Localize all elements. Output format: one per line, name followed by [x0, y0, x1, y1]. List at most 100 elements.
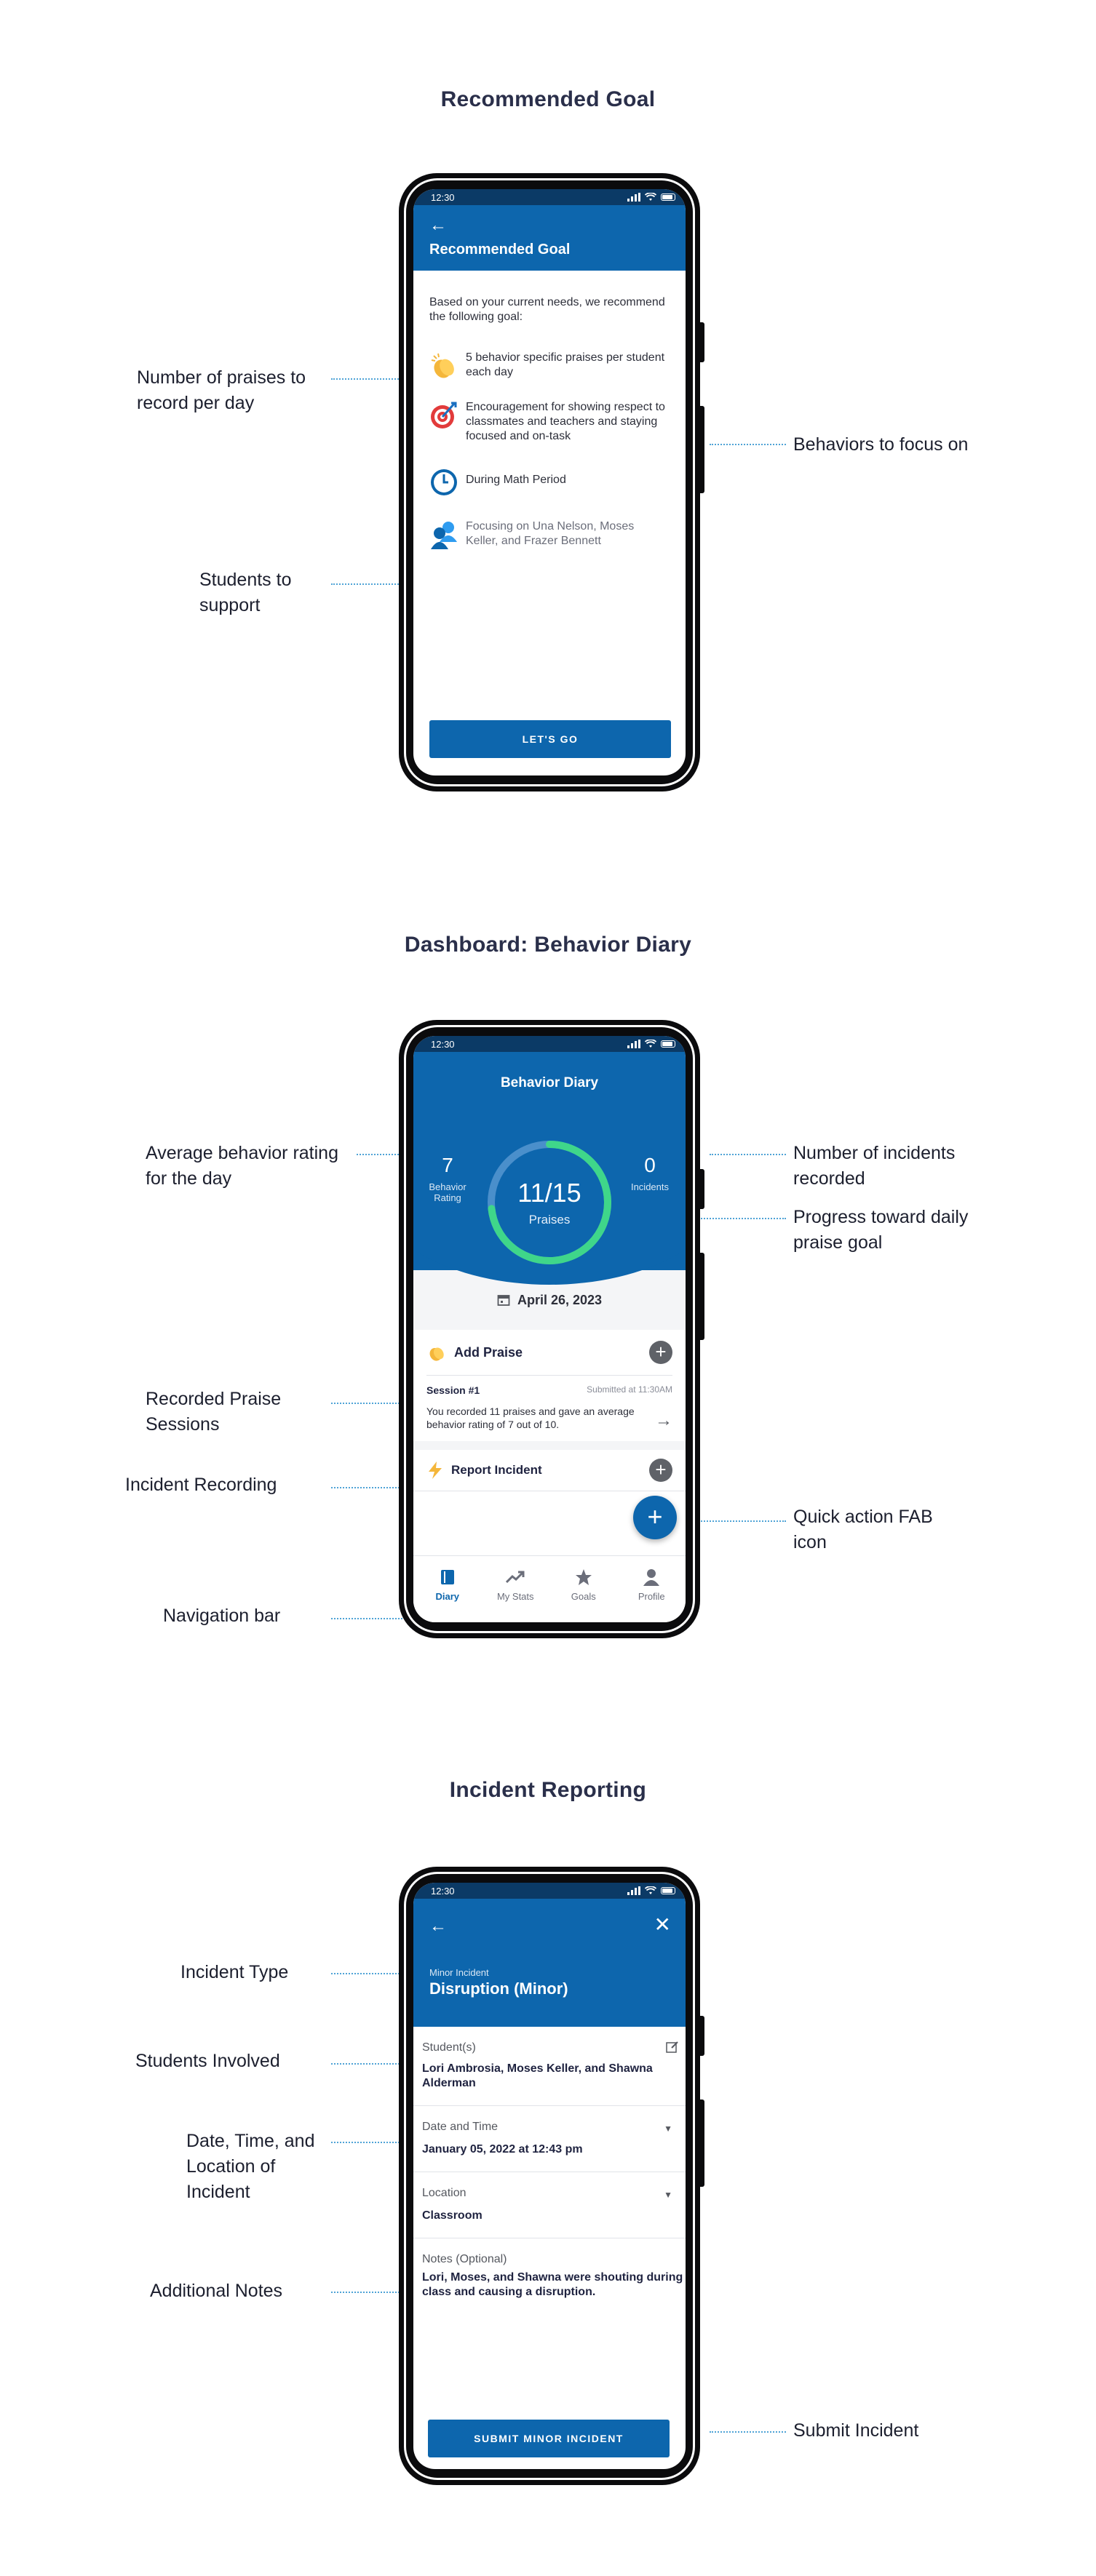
incident-title: Disruption (Minor) [429, 1979, 568, 1998]
calendar-icon [497, 1295, 510, 1306]
lets-go-button[interactable]: LET'S GO [429, 720, 671, 758]
annotation-leader [710, 444, 786, 445]
status-bar: 12:30 [413, 1036, 686, 1052]
diary-icon [440, 1570, 454, 1584]
wifi-icon [645, 193, 656, 201]
battery-icon [661, 1887, 675, 1894]
annotation-date-time-location: Date, Time, and Location of Incident [186, 2131, 315, 2202]
close-icon[interactable]: ✕ [654, 1913, 671, 1936]
incident-header: ← ✕ Minor Incident Disruption (Minor) [413, 1899, 686, 2027]
phone-frame: 12:30 ← ✕ Minor Incident Disruption (Min… [399, 1867, 704, 2485]
behavior-rating-stat: 7 Behavior Rating [422, 1154, 473, 1203]
incidents-value: 0 [644, 1154, 656, 1176]
session-name: Session #1 [426, 1384, 480, 1396]
annotation-students-involved: Students Involved [135, 2051, 280, 2071]
praise-session-row[interactable]: Session #1 Submitted at 11:30AM You reco… [426, 1375, 672, 1441]
nav-item-profile[interactable]: Profile [622, 1568, 680, 1622]
phone-frame: 12:30 Behavior Diary 7 Behavior Rating 1 [399, 1020, 704, 1638]
annotation-leader [331, 583, 404, 585]
quick-action-fab[interactable]: + [633, 1496, 677, 1539]
annotation-students: Students to support [199, 570, 292, 615]
page-title: Recommended Goal [429, 242, 571, 258]
annotation-leader [684, 1520, 786, 1522]
signal-icon [627, 1040, 640, 1048]
nav-item-my-stats[interactable]: My Stats [486, 1568, 544, 1622]
goal-text: Encouragement for showing respect to cla… [466, 401, 665, 442]
signal-icon [627, 1886, 640, 1895]
nav-label: Profile [638, 1591, 665, 1602]
annotation-leader [331, 2292, 402, 2293]
students-value: Lori Ambrosia, Moses Keller, and Shawna … [422, 2062, 653, 2089]
arrow-right-icon[interactable]: → [655, 1411, 672, 1430]
annotation-leader [331, 2142, 402, 2143]
status-time: 12:30 [431, 1038, 455, 1050]
wifi-icon [645, 1886, 656, 1894]
navigation-bar: Diary My Stats Goals Profile [413, 1555, 686, 1622]
status-bar: 12:30 [413, 1883, 686, 1899]
hero-title: Behavior Diary [500, 1075, 599, 1090]
add-praise-button[interactable]: + [649, 1341, 672, 1364]
star-icon [575, 1569, 592, 1585]
annotation-leader [331, 1618, 402, 1619]
person-icon [643, 1569, 660, 1586]
nav-label: My Stats [496, 1591, 534, 1602]
incident-card: Report Incident + [413, 1450, 686, 1491]
annotation-submit: Submit Incident [793, 2420, 919, 2441]
behavior-rating-label: Behavior Rating [429, 1181, 466, 1203]
incident-kicker: Minor Incident [429, 1967, 489, 1978]
students-field[interactable]: Student(s) Lori Ambrosia, Moses Keller, … [413, 2027, 686, 2106]
edit-icon[interactable] [665, 2040, 680, 2054]
clapping-hands-icon [429, 1347, 444, 1361]
goal-item-behavior: Encouragement for showing respect to cla… [429, 399, 670, 444]
praises-label: Praises [528, 1213, 571, 1227]
location-label: Location [422, 2187, 466, 2199]
phone-frame: 12:30 ← Recommended Goal Based on your c… [399, 173, 704, 791]
annotation-fab: Quick action FAB icon [793, 1507, 933, 1552]
signal-icon [627, 193, 640, 202]
date-time-label: Date and Time [422, 2121, 499, 2133]
annotation-incident-type: Incident Type [180, 1962, 289, 1982]
nav-item-goals[interactable]: Goals [555, 1568, 613, 1622]
praise-progress-arc [488, 1141, 611, 1264]
back-arrow-icon[interactable]: ← [429, 215, 447, 235]
annotation-average-rating: Average behavior rating for the day [146, 1143, 338, 1189]
goal-item-period: During Math Period [429, 466, 670, 499]
praise-card: Add Praise + Session #1 Submitted at 11:… [413, 1330, 686, 1441]
incidents-stat: 0 Incidents [624, 1154, 675, 1192]
goal-intro-text: Based on your current needs, we recommen… [429, 296, 665, 323]
location-field[interactable]: Location Classroom ▼ [413, 2172, 686, 2238]
annotation-leader [710, 1154, 786, 1155]
session-submitted: Submitted at 11:30AM [587, 1384, 672, 1395]
app-header: ← Recommended Goal [413, 205, 686, 271]
submit-incident-button[interactable]: SUBMIT MINOR INCIDENT [428, 2420, 670, 2457]
screen-recommended-goal: 12:30 ← Recommended Goal Based on your c… [413, 189, 686, 775]
status-bar: 12:30 [413, 189, 686, 205]
goal-text: During Math Period [466, 474, 566, 486]
clock-icon [429, 466, 466, 499]
report-incident-button[interactable]: + [649, 1459, 672, 1482]
notes-label: Notes (Optional) [422, 2253, 507, 2265]
goal-item-students: Focusing on Una Nelson, Moses Keller, an… [429, 518, 670, 551]
goal-text: 5 behavior specific praises per student … [466, 351, 665, 378]
battery-icon [661, 194, 675, 201]
location-value: Classroom [422, 2209, 483, 2222]
annotation-leader [626, 1218, 786, 1219]
add-praise-label: Add Praise [454, 1344, 523, 1360]
annotation-incident-recording: Incident Recording [125, 1475, 277, 1495]
back-arrow-icon[interactable]: ← [429, 1916, 447, 1936]
target-icon [429, 399, 466, 432]
report-incident-label: Report Incident [451, 1463, 542, 1477]
chevron-down-icon: ▼ [664, 2190, 672, 2200]
annotation-praise-sessions: Recorded Praise Sessions [146, 1389, 282, 1435]
notes-field[interactable]: Notes (Optional) Lori, Moses, and Shawna… [413, 2238, 686, 2314]
goal-text: Focusing on Una Nelson, Moses Keller, an… [466, 520, 635, 547]
date-selector[interactable]: April 26, 2023 [413, 1270, 686, 1330]
annotation-additional-notes: Additional Notes [150, 2281, 283, 2301]
nav-item-diary[interactable]: Diary [418, 1568, 477, 1622]
date-time-field[interactable]: Date and Time January 05, 2022 at 12:43 … [413, 2106, 686, 2172]
section-title-recommended-goal: Recommended Goal [440, 87, 656, 111]
diary-hero: Behavior Diary 7 Behavior Rating 11/15 P… [413, 1052, 686, 1285]
praise-progress-ring: 11/15 Praises [485, 1138, 614, 1267]
current-date: April 26, 2023 [517, 1292, 603, 1307]
nav-label: Diary [435, 1591, 460, 1602]
